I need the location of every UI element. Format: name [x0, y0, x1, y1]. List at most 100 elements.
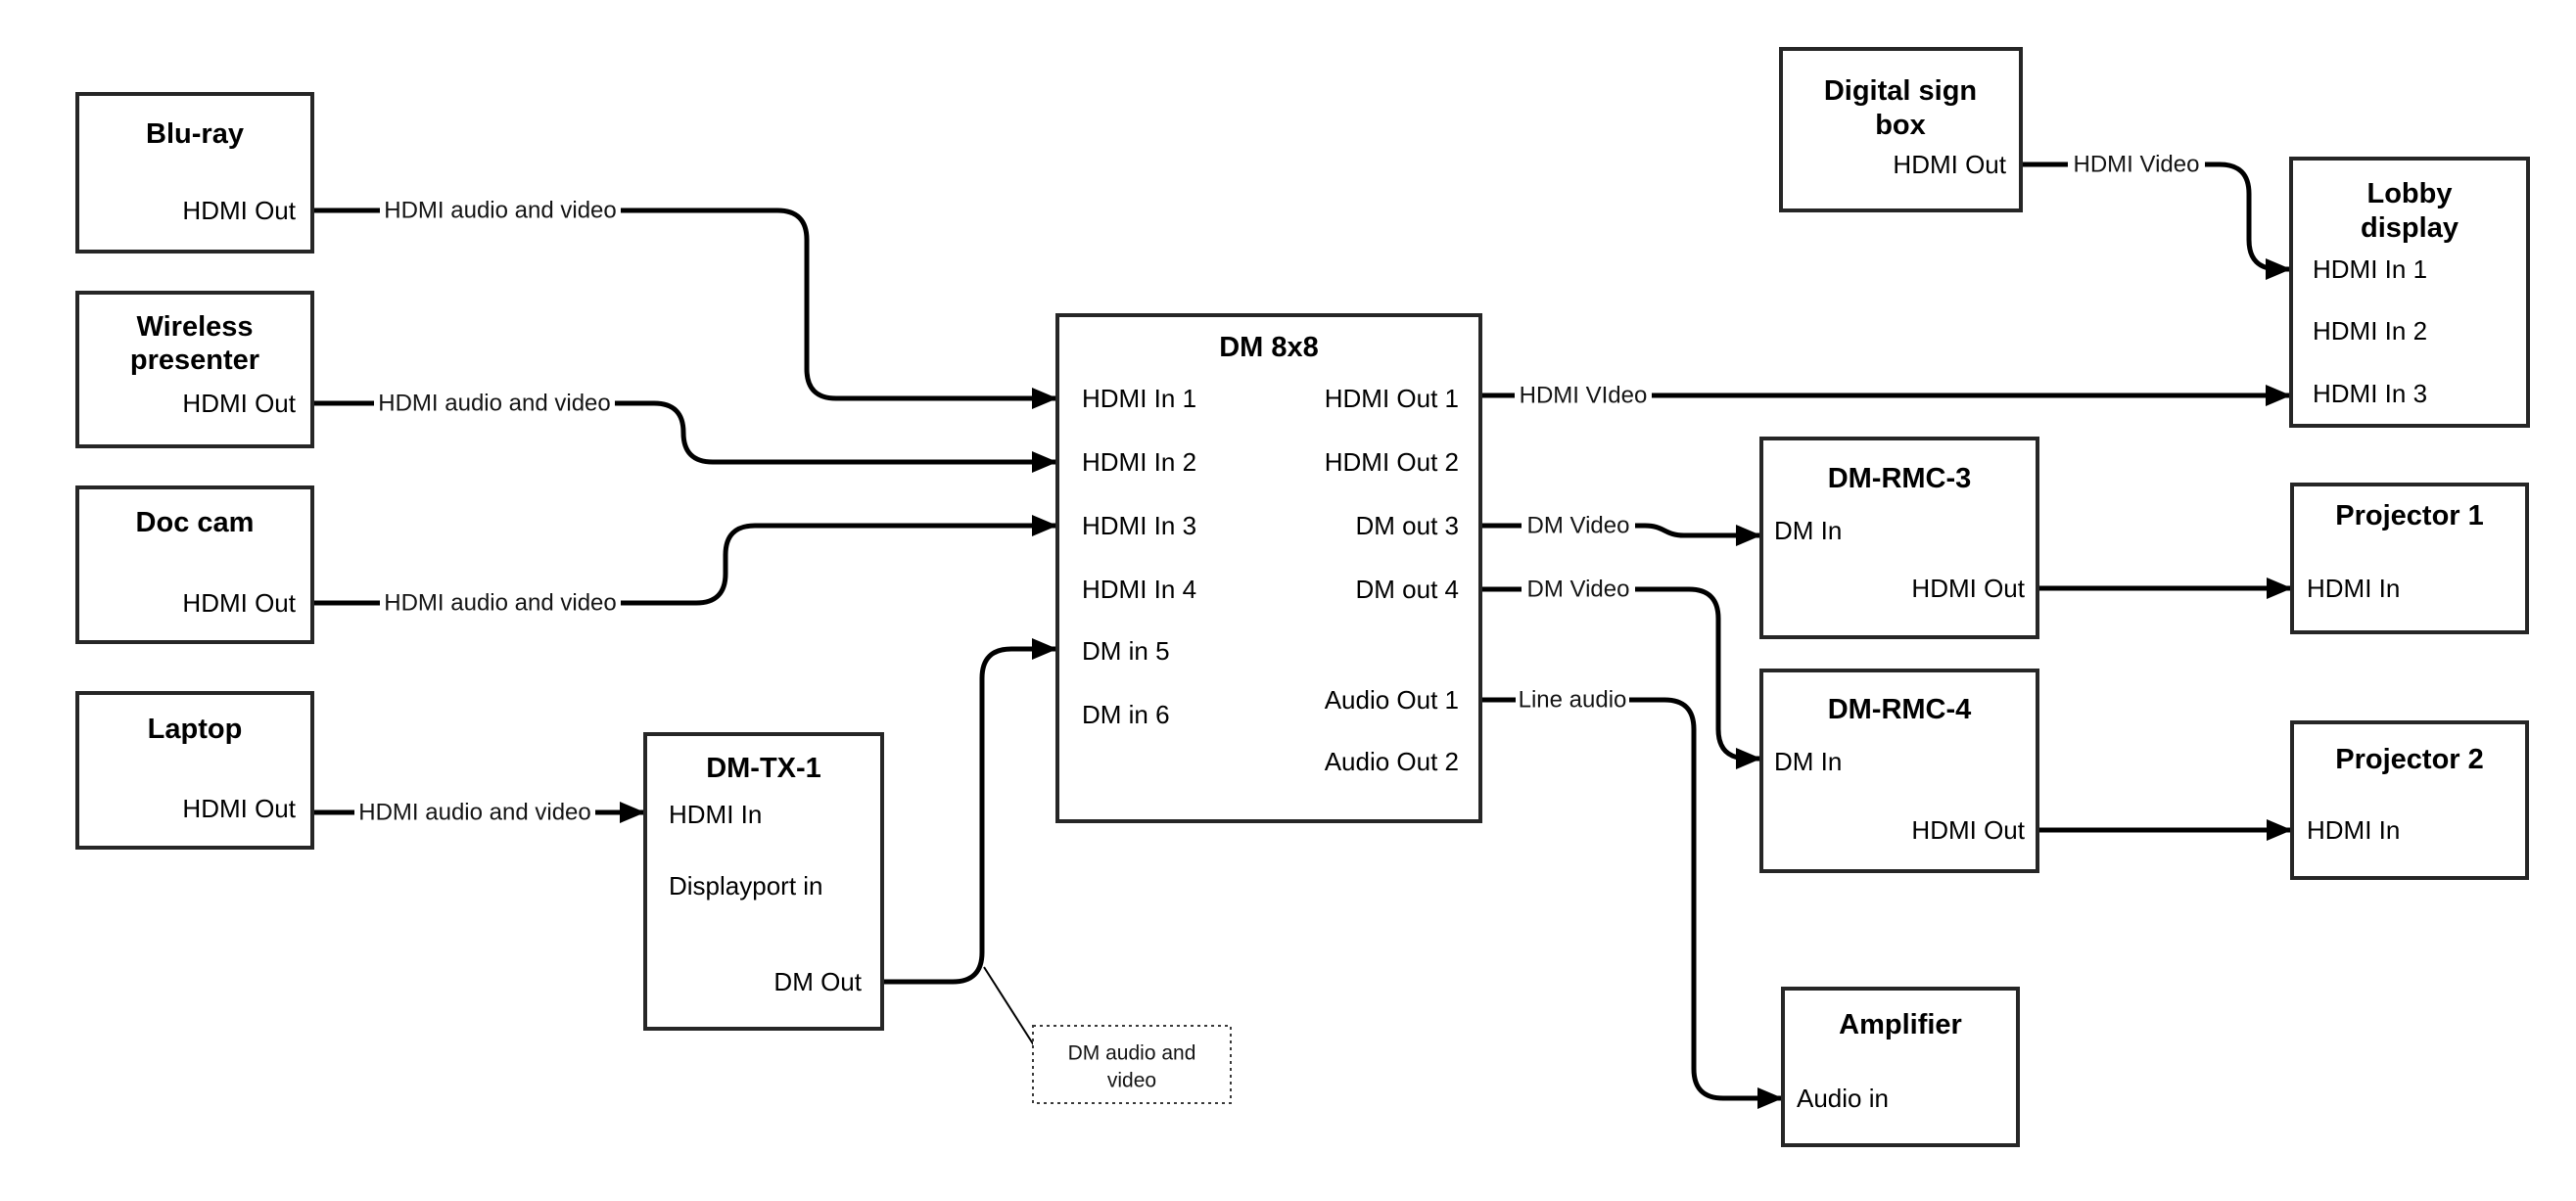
port-dm8x8-audio-out2: Audio Out 2	[1325, 747, 1459, 776]
wire-label-sign-video: HDMI Video	[2074, 152, 2200, 178]
node-signbox-title-line2: box	[1875, 110, 1926, 141]
node-dmtx1-title: DM-TX-1	[706, 753, 821, 784]
port-dm8x8-dm-out3: DM out 3	[1356, 511, 1460, 540]
node-doc-cam: Doc cam HDMI Out	[75, 485, 314, 644]
node-signbox-box	[1779, 47, 2023, 212]
port-doccam-hdmi-out: HDMI Out	[182, 588, 296, 618]
port-dm8x8-hdmi-out1: HDMI Out 1	[1325, 384, 1459, 413]
node-rmc3-title: DM-RMC-3	[1828, 463, 1972, 494]
note-text-line2: video	[1107, 1070, 1156, 1092]
node-bluray-box	[75, 92, 314, 254]
note-dm-audio-video: DM audio and video	[1032, 1025, 1232, 1104]
wire-label-bluray: HDMI audio and video	[384, 198, 616, 224]
node-wireless-title-line2: presenter	[130, 345, 259, 376]
port-dm8x8-hdmi-in2: HDMI In 2	[1082, 447, 1196, 477]
port-amp-audio-in: Audio in	[1797, 1084, 1889, 1113]
wire-label-bg	[1522, 510, 1635, 541]
wire-bluray-to-dm8x8-in1	[312, 208, 1057, 409]
wire-dm8x8-out4-to-rmc4	[1480, 586, 1761, 769]
node-signbox-title-line1: Digital sign	[1824, 75, 1977, 107]
node-bluray-title: Blu-ray	[146, 118, 244, 150]
wire-label-doccam: HDMI audio and video	[384, 590, 616, 617]
port-dmtx1-dm-out: DM Out	[773, 967, 862, 996]
node-lobby-box	[2289, 157, 2530, 428]
port-rmc4-dm-in: DM In	[1774, 747, 1842, 776]
wire-label-laptop: HDMI audio and video	[358, 800, 590, 826]
wire-label-bg	[380, 194, 621, 227]
node-laptop-title: Laptop	[148, 714, 243, 745]
node-rmc4-title: DM-RMC-4	[1828, 694, 1972, 725]
wire-labels: HDMI audio and video HDMI audio and vide…	[354, 149, 2205, 829]
node-lobby-title-line1: Lobby	[2367, 178, 2453, 209]
port-signbox-hdmi-out: HDMI Out	[1893, 150, 2006, 179]
wire-doccam-to-dm8x8-in3	[312, 515, 1057, 606]
node-doccam-title: Doc cam	[136, 507, 255, 538]
port-rmc4-hdmi-out: HDMI Out	[1911, 815, 2025, 845]
port-dm8x8-hdmi-in4: HDMI In 4	[1082, 575, 1196, 604]
node-rmc3-box	[1759, 437, 2039, 639]
port-bluray-hdmi-out: HDMI Out	[182, 196, 296, 225]
port-dmtx1-hdmi-in: HDMI In	[669, 800, 762, 829]
wire-label-wireless: HDMI audio and video	[378, 391, 610, 417]
node-digital-sign-box: Digital sign box HDMI Out	[1779, 47, 2023, 212]
note-callout-line	[983, 966, 1035, 1046]
node-laptop-box	[75, 691, 314, 850]
node-dm-rmc-4: DM-RMC-4 DM In HDMI Out	[1759, 669, 2039, 873]
node-wireless-box	[75, 291, 314, 448]
node-dm8x8-box	[1055, 313, 1482, 823]
wire-label-bg	[354, 796, 595, 829]
wire-dmtx1-to-dm8x8-in5	[882, 638, 1057, 985]
node-projector-2: Projector 2 HDMI In	[2290, 720, 2529, 880]
note-box	[1032, 1025, 1232, 1104]
node-doccam-box	[75, 485, 314, 644]
wire-label-out1-video: HDMI VIdeo	[1520, 383, 1648, 409]
node-laptop: Laptop HDMI Out	[75, 691, 314, 850]
node-proj1-box	[2290, 483, 2529, 634]
wire-dm8x8-out3-to-rmc3	[1480, 523, 1761, 546]
port-dm8x8-hdmi-in1: HDMI In 1	[1082, 384, 1196, 413]
node-dmtx1-box	[643, 732, 884, 1031]
node-dm-rmc-3: DM-RMC-3 DM In HDMI Out	[1759, 437, 2039, 639]
wire-label-bg	[380, 586, 621, 620]
port-rmc3-hdmi-out: HDMI Out	[1911, 574, 2025, 603]
port-lobby-hdmi-in3: HDMI In 3	[2313, 379, 2427, 408]
wire-wireless-to-dm8x8-in2	[312, 400, 1057, 473]
note-text-line1: DM audio and	[1068, 1042, 1196, 1065]
wire-signbox-to-lobby-in1	[2021, 162, 2291, 280]
node-projector-1: Projector 1 HDMI In	[2290, 483, 2529, 634]
port-proj2-hdmi-in: HDMI In	[2307, 815, 2400, 845]
node-proj2-title: Projector 2	[2335, 744, 2484, 775]
node-proj2-box	[2290, 720, 2529, 880]
wire-label-bg	[374, 387, 615, 420]
port-wireless-hdmi-out: HDMI Out	[182, 389, 296, 418]
node-dm8x8-title: DM 8x8	[1219, 332, 1319, 363]
node-proj1-title: Projector 1	[2335, 500, 2484, 531]
port-dm8x8-dm-out4: DM out 4	[1356, 575, 1460, 604]
wire-label-bg	[1516, 684, 1629, 716]
node-lobby-display: Lobby display HDMI In 1 HDMI In 2 HDMI I…	[2289, 157, 2530, 428]
port-lobby-hdmi-in2: HDMI In 2	[2313, 316, 2427, 346]
node-amplifier: Amplifier Audio in	[1781, 987, 2020, 1147]
node-wireless-presenter: Wireless presenter HDMI Out	[75, 291, 314, 448]
wire-label-out4-video: DM Video	[1527, 577, 1630, 603]
port-lobby-hdmi-in1: HDMI In 1	[2313, 254, 2427, 284]
port-dm8x8-hdmi-in3: HDMI In 3	[1082, 511, 1196, 540]
node-dm-8x8: DM 8x8 HDMI In 1 HDMI In 2 HDMI In 3 HDM…	[1055, 313, 1482, 823]
wire-label-bg	[1522, 574, 1635, 605]
node-amp-box	[1781, 987, 2020, 1147]
node-lobby-title-line2: display	[2361, 212, 2459, 244]
port-proj1-hdmi-in: HDMI In	[2307, 574, 2400, 603]
wire-dm8x8-audio1-to-amp	[1480, 697, 1783, 1109]
port-dm8x8-dm-in6: DM in 6	[1082, 700, 1170, 729]
node-bluray: Blu-ray HDMI Out	[75, 92, 314, 254]
wire-label-bg	[1515, 380, 1652, 411]
wire-label-out3-video: DM Video	[1527, 513, 1630, 539]
wire-label-bg	[2068, 149, 2205, 180]
node-wireless-title-line1: Wireless	[136, 311, 253, 343]
port-rmc3-dm-in: DM In	[1774, 516, 1842, 545]
port-laptop-hdmi-out: HDMI Out	[182, 794, 296, 823]
node-amp-title: Amplifier	[1839, 1009, 1962, 1040]
port-dmtx1-displayport-in: Displayport in	[669, 871, 823, 901]
wires	[312, 162, 2292, 1109]
